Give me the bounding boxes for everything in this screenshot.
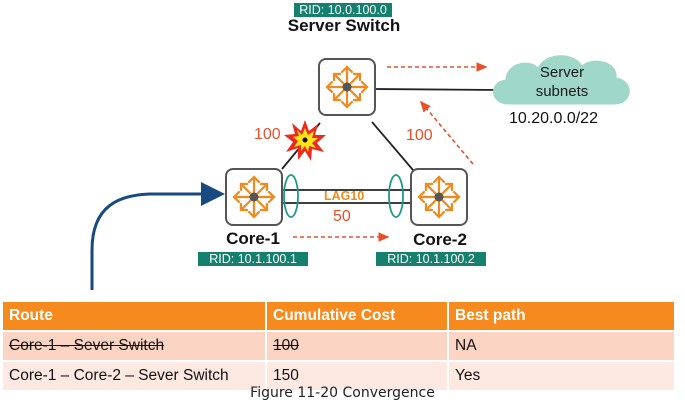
- core1-rid: RID: 10.1.100.1: [198, 252, 308, 266]
- core2-label: Core-2: [413, 230, 467, 249]
- core2-switch-icon[interactable]: [409, 167, 469, 227]
- server-switch-label: Server Switch: [287, 16, 401, 35]
- cloud-label-line2: subnets: [535, 83, 589, 100]
- header-cumulative-cost: Cumulative Cost: [266, 302, 449, 331]
- link-server-cloud: [373, 88, 501, 91]
- cost-cell: 100: [266, 330, 449, 361]
- pointer-arrow: [90, 182, 225, 290]
- link-core2-server: [371, 121, 414, 171]
- route-cell: Core-1 – Core-2 – Sever Switch: [3, 360, 267, 390]
- cloud-label-line1: Server: [539, 64, 585, 81]
- lag-ring-core1: [283, 174, 299, 218]
- lag-label: LAG10: [324, 189, 365, 203]
- figure-caption: Figure 11-20 Convergence: [250, 385, 435, 401]
- best-path-cell: Yes: [448, 360, 676, 390]
- table-header-row: Route Cumulative Cost Best path: [3, 302, 676, 331]
- server-subnets-cloud-icon: [493, 55, 630, 105]
- lag-ring-core2: [388, 174, 404, 218]
- core1-label: Core-1: [226, 229, 280, 248]
- network-diagram: [90, 55, 630, 290]
- table-row: Core-1 – Sever Switch 100 NA: [3, 330, 676, 361]
- server-switch-icon[interactable]: [317, 57, 377, 117]
- cost-core1-core2: 50: [333, 208, 351, 225]
- core1-switch-icon[interactable]: [224, 167, 284, 227]
- cost-cell: 150: [266, 360, 449, 390]
- route-cell: Core-1 – Sever Switch: [3, 330, 267, 361]
- core2-rid: RID: 10.1.100.2: [376, 252, 486, 266]
- best-path-cell: NA: [448, 330, 676, 361]
- table-row: Core-1 – Core-2 – Sever Switch 150 Yes: [3, 360, 676, 390]
- link-failure-explosion-icon: [284, 120, 326, 161]
- server-switch-rid: RID: 10.0.100.0: [294, 3, 392, 17]
- cost-core1-server: 100: [254, 126, 281, 143]
- header-route: Route: [3, 302, 267, 331]
- route-cost-table: Route Cumulative Cost Best path Core-1 –…: [3, 302, 676, 390]
- server-subnet: 10.20.0.0/22: [509, 110, 598, 127]
- cloud-label: Server subnets: [520, 63, 604, 101]
- cost-core2-server: 100: [406, 127, 433, 144]
- header-best-path: Best path: [448, 302, 676, 331]
